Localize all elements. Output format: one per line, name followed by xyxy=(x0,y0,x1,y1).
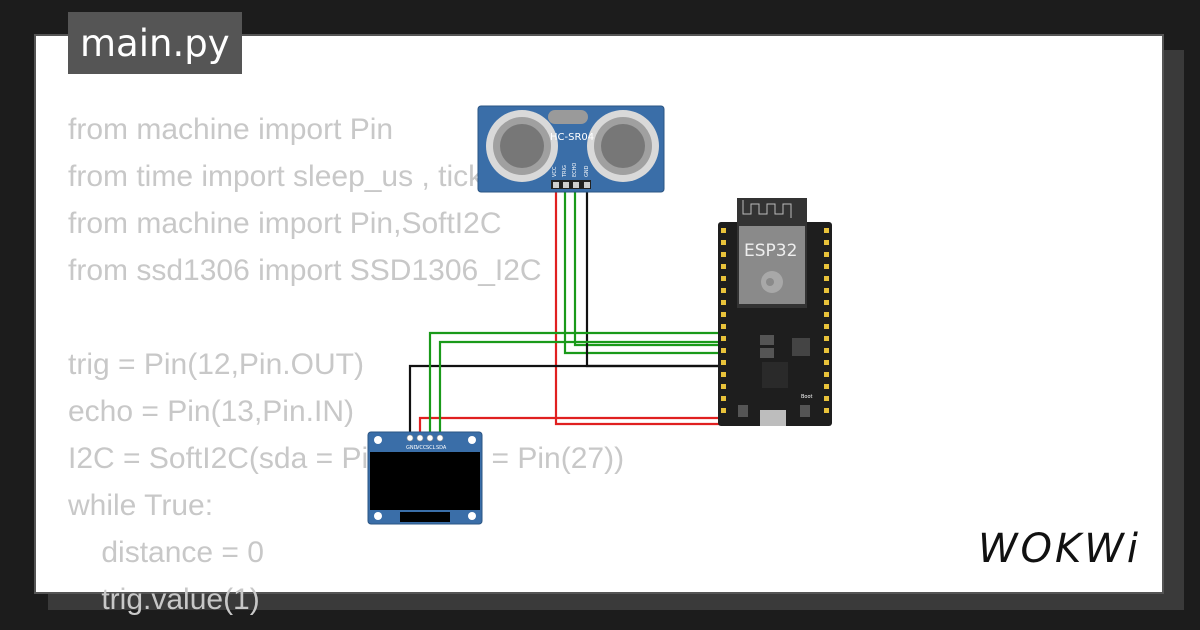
wire-gnd-oled xyxy=(408,364,720,438)
board-name: ESP32 xyxy=(744,241,797,261)
ultrasonic-sensor[interactable]: HC-SR04 VCC TRIG ECHO GND xyxy=(477,105,665,193)
oled-pin-scl: SCL xyxy=(426,445,436,451)
oled-display[interactable]: GND VCC SCL SDA xyxy=(367,431,483,525)
code-line: echo = Pin(13,Pin.IN) xyxy=(68,395,354,428)
boot-button-label: Boot xyxy=(801,394,813,400)
esp32-left-pins xyxy=(721,228,726,413)
wire-trig xyxy=(563,190,720,355)
code-line: trig = Pin(12,Pin.OUT) xyxy=(68,348,364,381)
oled-pin-vcc: VCC xyxy=(416,445,427,451)
esp32-board[interactable]: ESP32 Boo xyxy=(718,198,832,426)
wire-vcc-oled xyxy=(418,416,720,438)
code-line: distance = 0 xyxy=(68,536,264,569)
esp32-right-pins xyxy=(824,228,829,413)
sensor-pin-echo: ECHO xyxy=(572,163,578,177)
code-line: while True: xyxy=(68,489,214,522)
sensor-pin-vcc: VCC xyxy=(552,166,558,177)
code-line: from ssd1306 import SSD1306_I2C xyxy=(68,254,542,287)
oled-pin-sda: SDA xyxy=(436,445,447,451)
file-tab[interactable]: main.py xyxy=(68,12,242,74)
wire-sda xyxy=(438,340,720,438)
wire-scl xyxy=(428,331,720,438)
wire-echo xyxy=(573,190,720,347)
wires xyxy=(408,190,720,438)
sensor-pin-trig: TRIG xyxy=(562,165,568,178)
sensor-model-label: HC-SR04 xyxy=(550,132,594,143)
code-line: from machine import Pin xyxy=(68,113,394,146)
code-line: trig.value(1) xyxy=(68,583,260,616)
wire-vcc xyxy=(554,190,720,426)
oled-pin-gnd: GND xyxy=(406,445,418,451)
sensor-pin-gnd: GND xyxy=(584,165,590,177)
brand-logo[interactable]: WOKWi xyxy=(978,526,1141,572)
code-line: from machine import Pin,SoftI2C xyxy=(68,207,502,240)
code-line: I2C = SoftI2C(sda = Pin(26),scl = Pin(27… xyxy=(68,442,625,475)
wire-gnd-sensor xyxy=(585,190,720,368)
